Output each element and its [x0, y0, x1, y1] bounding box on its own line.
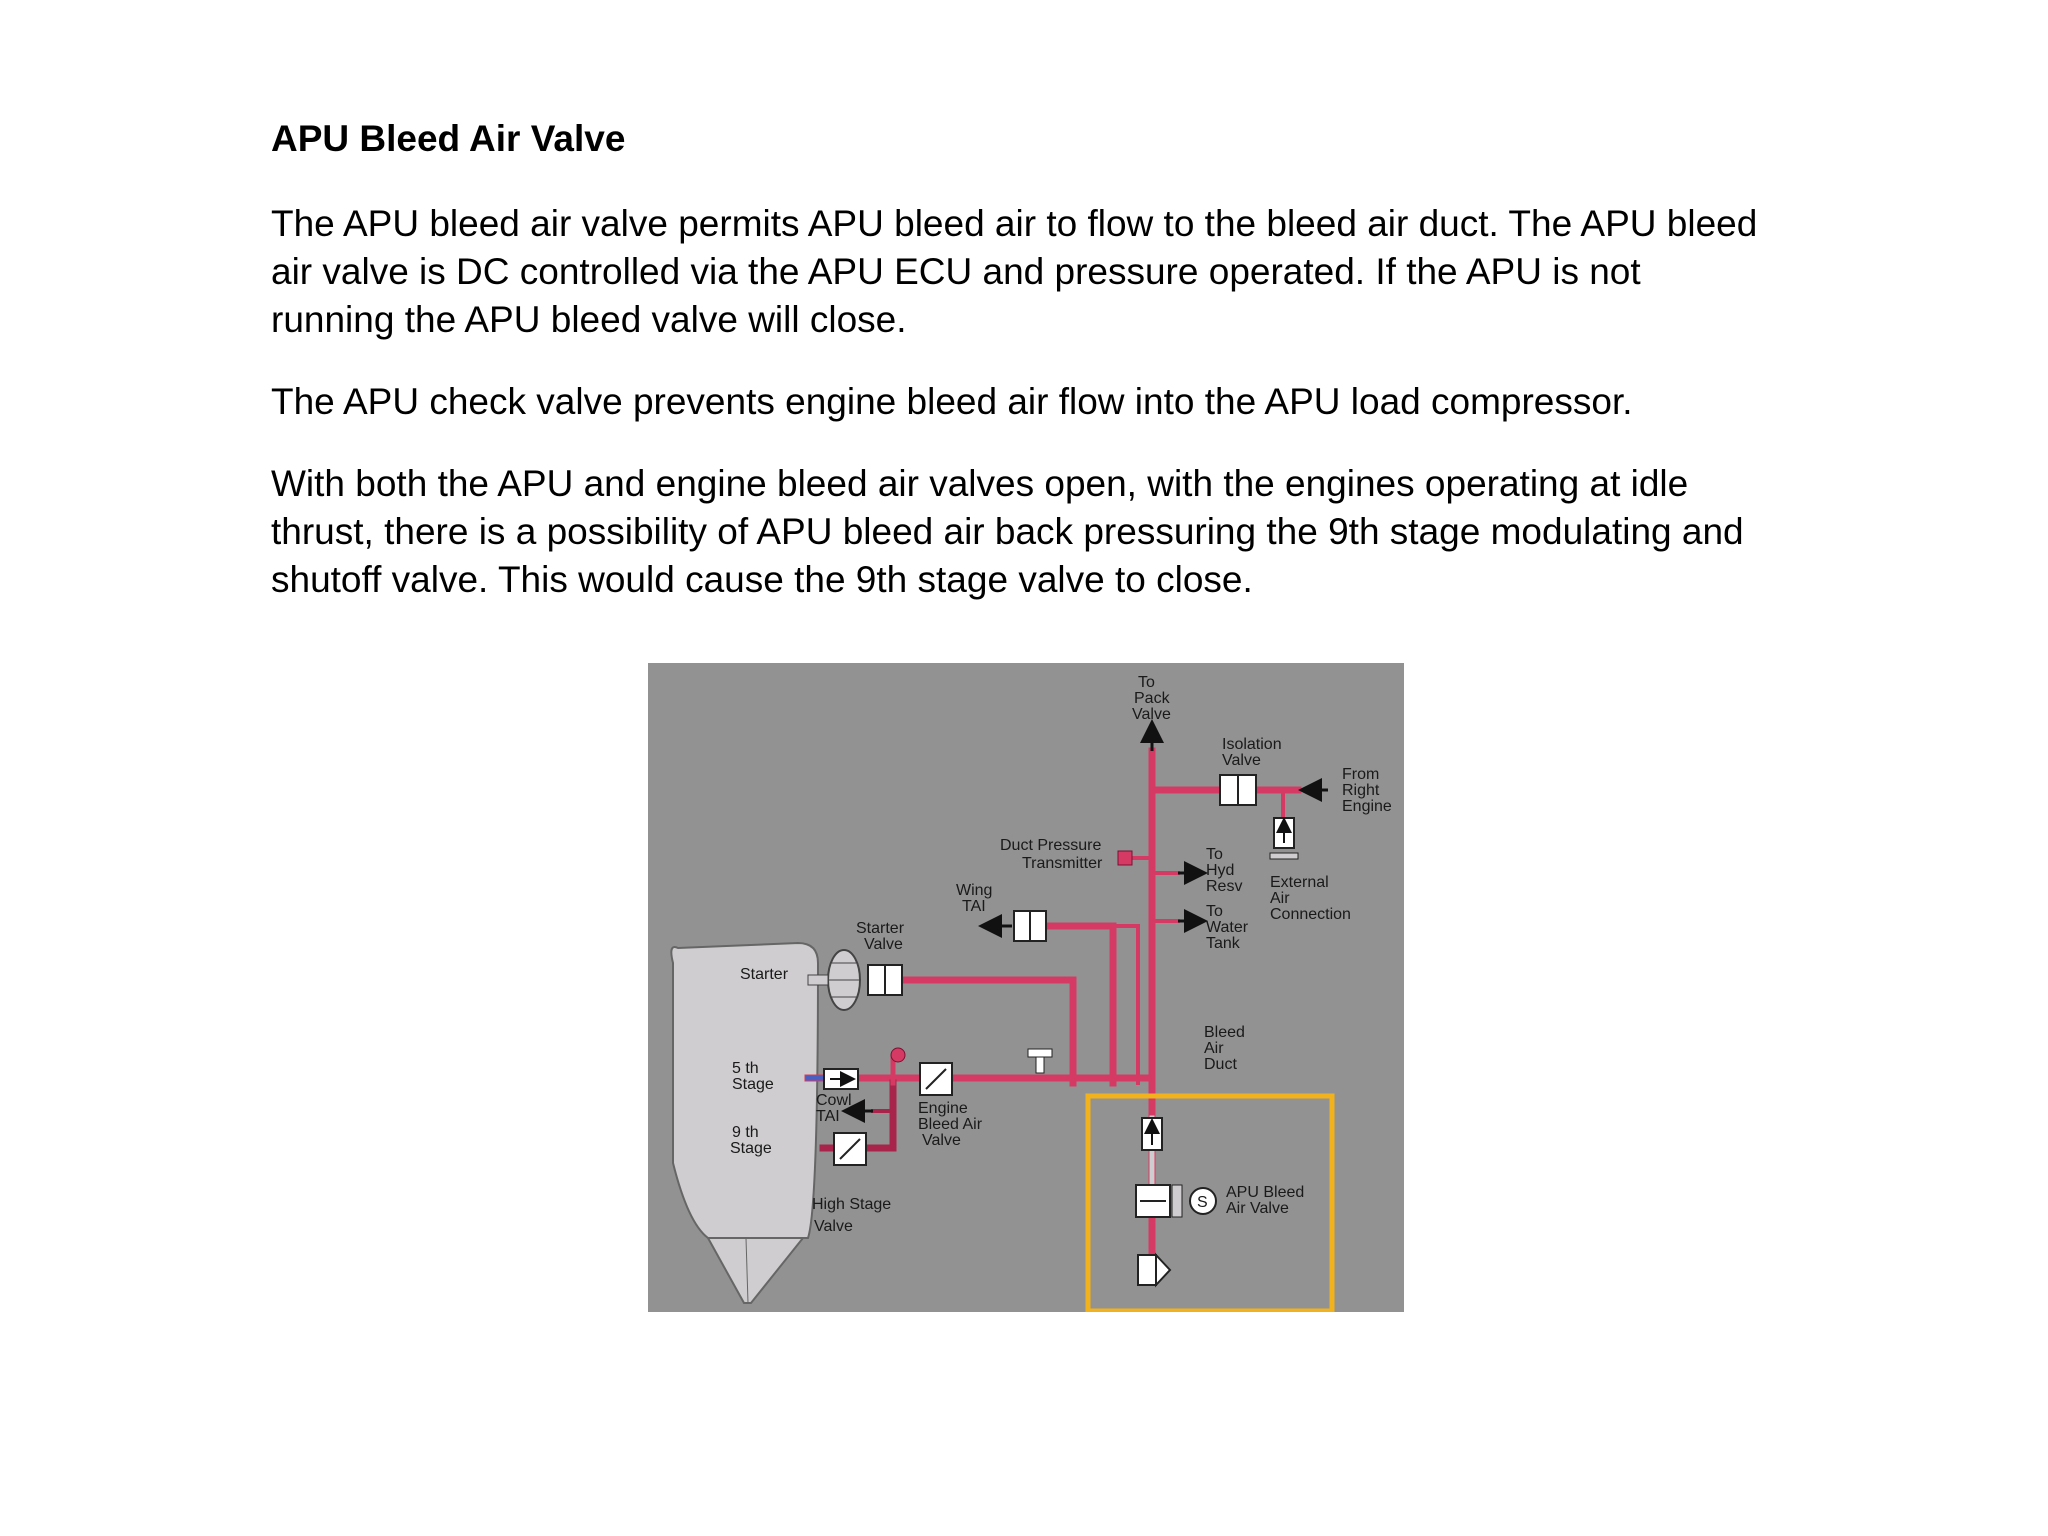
- label-external-3: Connection: [1270, 906, 1351, 923]
- label-wing-tai-2: TAI: [962, 898, 986, 915]
- label-to-water-2: Water: [1206, 919, 1249, 936]
- label-bleed-duct-1: Bleed: [1204, 1024, 1245, 1041]
- label-to-water-3: Tank: [1206, 935, 1241, 952]
- label-to-pack-1: To: [1138, 674, 1155, 691]
- label-external-1: External: [1270, 874, 1329, 891]
- starter-valve: [867, 964, 903, 996]
- flow-arrows: [841, 719, 1328, 1123]
- label-bleed-duct-3: Duct: [1204, 1056, 1237, 1073]
- label-starter-valve-1: Starter: [856, 920, 905, 937]
- label-from-right-3: Engine: [1342, 798, 1392, 815]
- external-air-check: [1269, 817, 1299, 860]
- cowl-tai-valve: [823, 1047, 906, 1090]
- label-apu-bleed-1: APU Bleed: [1226, 1184, 1304, 1201]
- tee-fitting: [1027, 1048, 1053, 1074]
- label-9th-2: Stage: [730, 1140, 772, 1157]
- starter: [807, 949, 861, 1011]
- label-cowl-1: Cowl: [816, 1092, 852, 1109]
- bleed-air-pipes: [804, 747, 1302, 1267]
- label-from-right-2: Right: [1342, 782, 1380, 799]
- label-external-2: Air: [1270, 890, 1290, 907]
- solenoid-label: S: [1197, 1194, 1208, 1211]
- label-isolation-1: Isolation: [1222, 736, 1282, 753]
- page-title: APU Bleed Air Valve: [271, 118, 626, 159]
- label-to-pack-2: Pack: [1134, 690, 1171, 707]
- label-engine-bleed-2: Bleed Air: [918, 1116, 983, 1133]
- engine-bleed-air-valve: [919, 1062, 953, 1096]
- label-duct-pressure-2: Transmitter: [1022, 855, 1103, 872]
- label-to-pack-3: Valve: [1132, 706, 1171, 723]
- label-engine-bleed-1: Engine: [918, 1100, 968, 1117]
- label-cowl-2: TAI: [816, 1108, 840, 1125]
- label-duct-pressure-1: Duct Pressure: [1000, 837, 1101, 854]
- label-high-stage-1: High Stage: [812, 1196, 891, 1213]
- apu-check-arrow: [1141, 1117, 1163, 1151]
- label-to-water-1: To: [1206, 903, 1223, 920]
- label-to-hyd-1: To: [1206, 846, 1223, 863]
- label-bleed-duct-2: Air: [1204, 1040, 1224, 1057]
- apu-load-compressor: [1137, 1252, 1172, 1288]
- label-engine-bleed-3: Valve: [922, 1132, 961, 1149]
- label-9th-1: 9 th: [732, 1124, 759, 1141]
- isolation-valve: [1219, 774, 1257, 806]
- label-5th-2: Stage: [732, 1076, 774, 1093]
- wing-tai-valve: [1013, 910, 1047, 942]
- label-5th-1: 5 th: [732, 1060, 759, 1077]
- label-high-stage-2: Valve: [814, 1218, 853, 1235]
- paragraph-check-valve: The APU check valve prevents engine blee…: [271, 381, 1633, 422]
- label-to-hyd-2: Hyd: [1206, 862, 1234, 879]
- duct-pressure-transmitter: [1117, 850, 1133, 866]
- engine-body: [670, 941, 820, 1304]
- paragraph-back-pressure: With both the APU and engine bleed air v…: [271, 463, 1744, 600]
- high-stage-valve: [833, 1132, 867, 1166]
- apu-highlight-box: [1085, 1093, 1335, 1312]
- label-isolation-2: Valve: [1222, 752, 1261, 769]
- label-from-right-1: From: [1342, 766, 1379, 783]
- apu-bleed-air-valve: S: [1135, 1184, 1217, 1218]
- label-to-hyd-3: Resv: [1206, 878, 1242, 895]
- label-starter-valve-2: Valve: [864, 936, 903, 953]
- label-starter: Starter: [740, 966, 789, 983]
- paragraph-bleed-valve: The APU bleed air valve permits APU blee…: [271, 203, 1758, 340]
- label-wing-tai-1: Wing: [956, 882, 992, 899]
- label-apu-bleed-2: Air Valve: [1226, 1200, 1289, 1217]
